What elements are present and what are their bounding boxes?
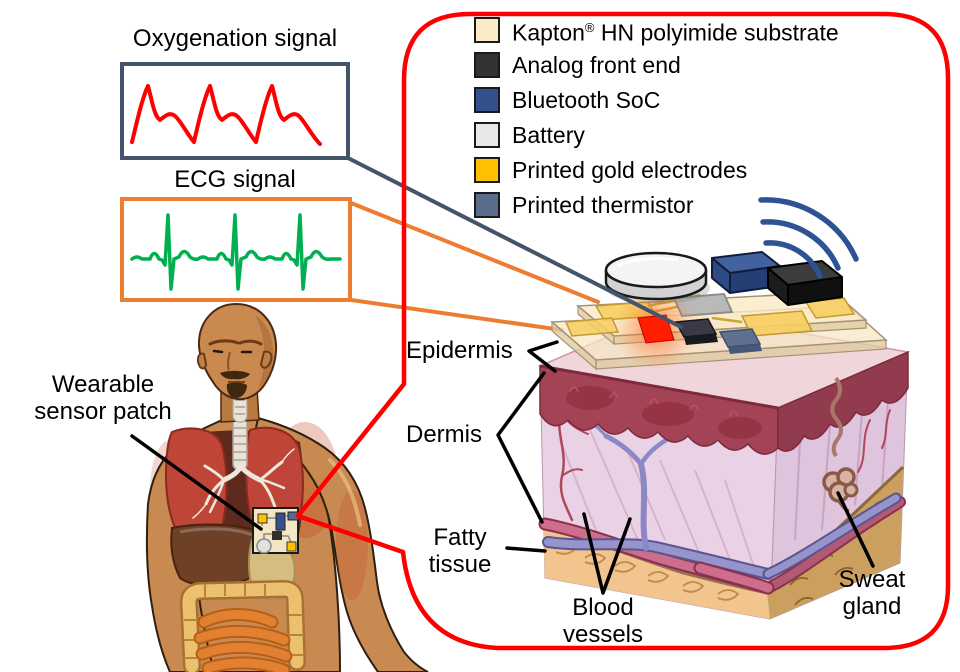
- legend-swatch-battery: [474, 122, 500, 148]
- skin-cross-section-illustration: [537, 309, 911, 620]
- legend-item-battery: Battery: [474, 122, 839, 148]
- legend-item-thermistor: Printed thermistor: [474, 192, 839, 218]
- sensor-device-illustration: [550, 251, 888, 371]
- legend-label-battery: Battery: [512, 122, 585, 148]
- blood-vessels-label: Blood vessels: [562, 594, 644, 648]
- callout-red-outline: [295, 11, 951, 651]
- printed-thermistor-on-device: [718, 328, 762, 354]
- legend-swatch-kapton: [474, 17, 500, 43]
- legend-label-bluetooth-soc: Bluetooth SoC: [512, 87, 661, 113]
- ecg-signal-box: [120, 197, 352, 302]
- legend-swatch-bluetooth-soc: [474, 87, 500, 113]
- legend-label-gold-electrodes: Printed gold electrodes: [512, 157, 748, 183]
- legend-label-kapton: Kapton® HN polyimide substrate: [512, 19, 839, 46]
- legend-item-gold-electrodes: Printed gold electrodes: [474, 157, 839, 183]
- human-figure-illustration: [145, 302, 429, 672]
- epidermis-pointer: [527, 340, 559, 373]
- legend-item-analog-front-end: Analog front end: [474, 52, 839, 78]
- photodetector-chip: [674, 318, 718, 345]
- legend-swatch-thermistor: [474, 192, 500, 218]
- legend-swatch-analog-front-end: [474, 52, 500, 78]
- ecg-signal-title: ECG signal: [174, 166, 296, 193]
- blood-vessels-pointer: [582, 512, 632, 595]
- oxygenation-signal-box: [120, 62, 350, 160]
- device-legend: Kapton® HN polyimide substrate Analog fr…: [474, 17, 839, 227]
- legend-swatch-gold-electrodes: [474, 157, 500, 183]
- legend-item-bluetooth-soc: Bluetooth SoC: [474, 87, 839, 113]
- wearable-label-line1: Wearable: [51, 371, 155, 398]
- analog-front-end-illustration: [767, 260, 843, 306]
- wearable-sensor-patch-label: Wearable sensor patch: [8, 371, 198, 425]
- dermis-label: Dermis: [406, 421, 482, 448]
- fatty-tissue-pointer: [505, 546, 547, 553]
- wearable-patch-pointer: [130, 434, 263, 531]
- battery-illustration: [604, 251, 710, 304]
- dermis-pointer: [496, 371, 546, 524]
- oxygenation-signal-title: Oxygenation signal: [132, 25, 338, 52]
- ecg-connector-line-bottom: [349, 298, 564, 332]
- ecg-waveform: [130, 213, 342, 291]
- callout-connector-lines: [349, 201, 600, 332]
- oxygenation-waveform: [130, 84, 322, 146]
- legend-label-thermistor: Printed thermistor: [512, 192, 694, 218]
- sweat-gland-pointer: [836, 491, 875, 568]
- epidermis-label: Epidermis: [406, 337, 513, 364]
- fatty-tissue-label: Fatty tissue: [428, 524, 492, 578]
- blood-vessels-illustration: [538, 492, 906, 595]
- legend-item-kapton: Kapton® HN polyimide substrate: [474, 17, 839, 46]
- wireless-signal-icon: [758, 197, 859, 279]
- wearable-label-line2: sensor patch: [34, 398, 172, 425]
- wearable-patch-on-body: [252, 507, 300, 554]
- sweat-gland-label: Sweat gland: [838, 566, 906, 620]
- legend-label-analog-front-end: Analog front end: [512, 52, 681, 78]
- ecg-connector-line-top: [349, 201, 600, 304]
- label-pointer-lines: [130, 340, 875, 595]
